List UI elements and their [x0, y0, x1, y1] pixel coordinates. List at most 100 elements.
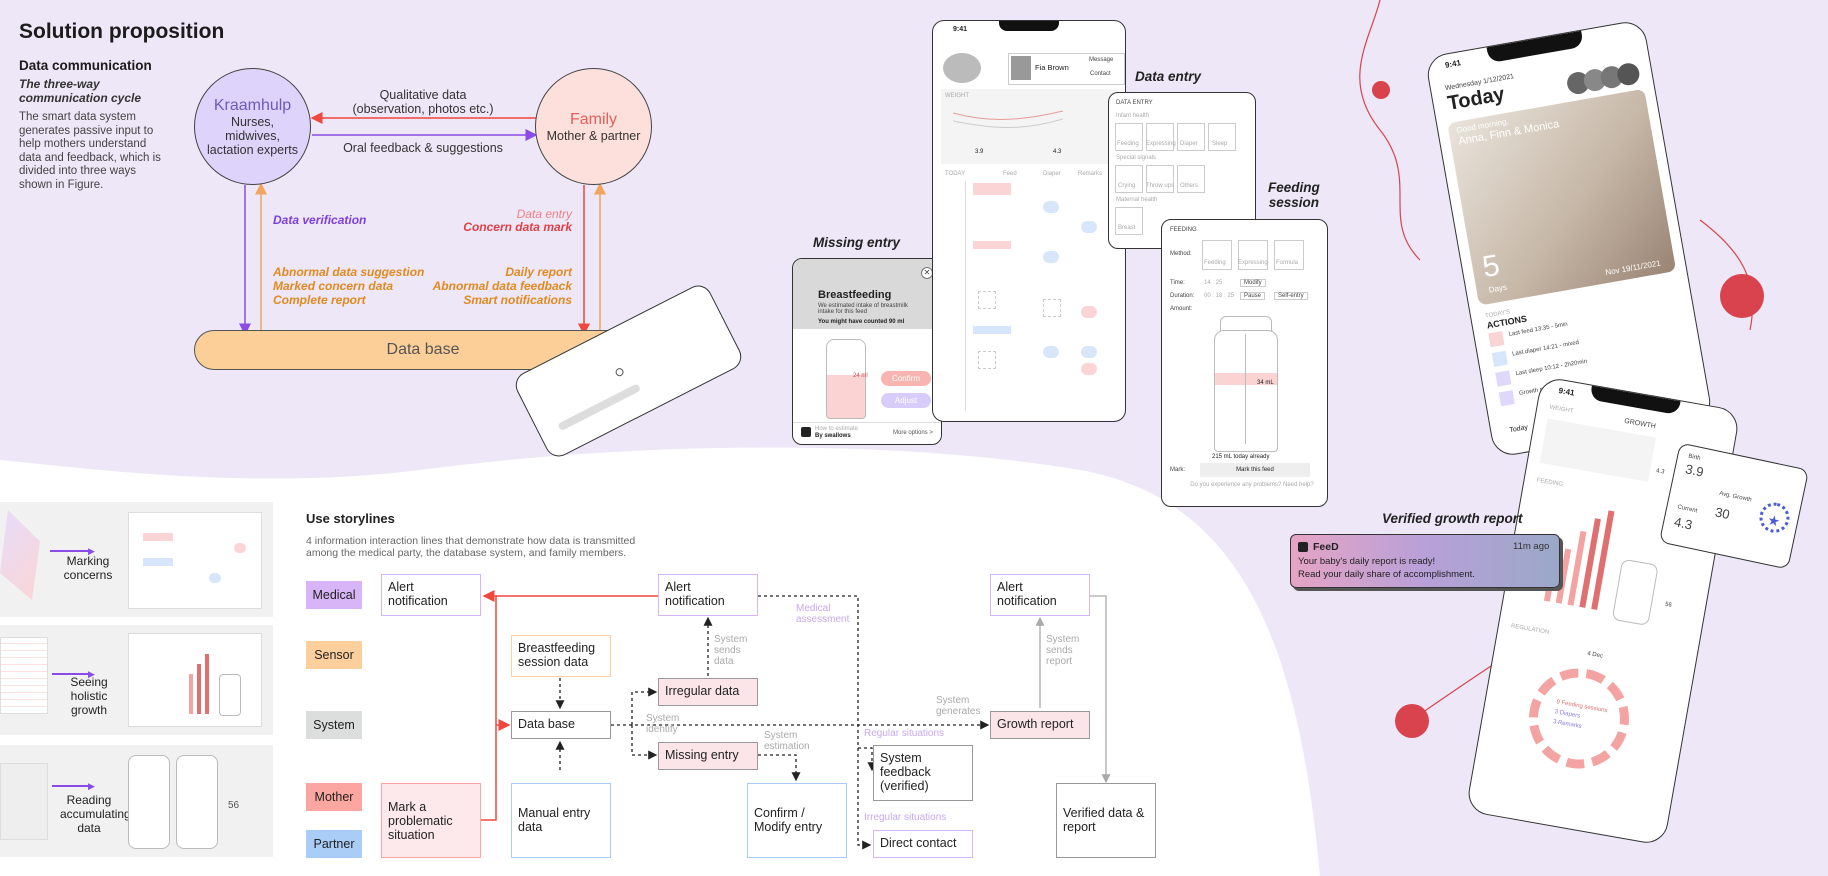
today-amount: 215 mL today already [1212, 454, 1270, 460]
status-time: 9:41 [953, 26, 968, 33]
data-entry-title: DATA ENTRY [1116, 100, 1153, 106]
category-sensor: Sensor [306, 641, 362, 669]
story-card: ▶ Marking concerns [0, 502, 273, 617]
feeding-session-caption: Feeding session [1268, 180, 1320, 210]
method-feeding-label: Feeding [1204, 260, 1226, 266]
others-entry-button[interactable] [1177, 165, 1205, 193]
section-tagline: The three-way communication cycle [19, 77, 142, 105]
action-item[interactable]: Last diaper 14:21 - mixed [1511, 339, 1580, 358]
avatar-icon [801, 427, 811, 437]
kraamhulp-name: Kraamhulp [213, 96, 292, 114]
expressing-entry-label: Expressing [1146, 141, 1176, 147]
milk-intake-value: 56 [228, 800, 240, 811]
weight-label: WEIGHT [945, 93, 969, 99]
note-medical-assessment: Medical assessment [796, 603, 850, 625]
missing-footer-left2: By swallows [815, 433, 851, 439]
missing-amount: 24 ml [853, 373, 868, 379]
growth-feeding-label: FEEDING [1536, 477, 1564, 489]
badge-star-icon: ★ [1756, 499, 1793, 536]
section-subtitle: Data communication [19, 58, 152, 73]
diaper-icon [1491, 350, 1508, 367]
verified-report-caption: Verified growth report [1382, 511, 1523, 526]
sleep-entry-button[interactable] [1208, 123, 1236, 151]
growth-chart-thumb [0, 637, 48, 714]
verified-report-notification[interactable]: FeeD 11m ago Your baby's daily report is… [1290, 534, 1560, 588]
bottle-thumb [128, 755, 170, 849]
alert-notification-box: Alert notification [990, 574, 1090, 616]
breast-label: Breast [1118, 225, 1136, 231]
doctor-avatar [1011, 56, 1031, 80]
today-status-time: 9:41 [1444, 58, 1462, 70]
others-label: Others [1180, 183, 1199, 189]
growth-icon [1498, 390, 1515, 407]
database-box: Data base [511, 711, 611, 739]
sleep-icon [1495, 370, 1512, 387]
notification-app: FeeD [1313, 541, 1339, 553]
time-value: 14 : 25 [1204, 280, 1223, 286]
throwups-label: Throw ups [1146, 183, 1175, 189]
current-value: 4.3 [1672, 514, 1694, 533]
note-generates: System generates [936, 695, 981, 717]
mark-feed-button[interactable]: Mark this feed [1200, 463, 1310, 477]
action-item[interactable]: Last sleep 10:12 - 2h20min [1515, 358, 1588, 378]
diaper-entry-button[interactable] [1177, 123, 1205, 151]
growth-weight-chart [1539, 418, 1656, 482]
method-formula-label: Formula [1276, 260, 1299, 266]
help-link[interactable]: Do you experience any problems? Need hel… [1190, 482, 1314, 488]
infant-health-label: Infant health [1116, 113, 1150, 119]
method-formula-button[interactable] [1274, 240, 1304, 270]
method-expressing-button[interactable] [1238, 240, 1268, 270]
category-partner: Partner [306, 830, 362, 858]
adjust-button[interactable]: Adjust [881, 393, 931, 408]
maternal-health-label: Maternal health [1116, 197, 1158, 203]
data-verification-label: Data verification [273, 213, 367, 227]
data-entry-label: Data entry [516, 207, 572, 221]
close-icon[interactable]: ✕ [921, 267, 933, 279]
growth-report-box: Growth report [990, 711, 1090, 739]
current-label: Current [1676, 504, 1698, 515]
left-orange-labels: Abnormal data suggestion Marked concern … [273, 265, 425, 307]
note-irregular: Irregular situations [864, 812, 947, 823]
col-feed: Feed [1003, 171, 1017, 177]
expressing-entry-button[interactable] [1146, 123, 1174, 151]
qualitative-data-label: Qualitative data (observation, photos et… [352, 88, 494, 116]
feeding-bottle [1214, 330, 1278, 452]
weight-val-1: 3.9 [975, 149, 984, 155]
system-feedback-box: System feedback (verified) [873, 745, 973, 801]
duration-value: 00 : 18 : 25 [1204, 293, 1235, 299]
family-desc: Mother & partner [546, 128, 641, 143]
modify-time-button[interactable]: Modify [1240, 279, 1266, 287]
decor-dot [1372, 81, 1390, 99]
section-description: The smart data system generates passive … [19, 111, 161, 191]
breastfeeding-data-box: Breastfeeding session data [511, 635, 611, 677]
time-label: Time: [1170, 280, 1185, 286]
today-tab[interactable]: Today [1508, 424, 1529, 435]
doctor-name: Fia Brown [1035, 63, 1069, 72]
pause-button[interactable]: Pause [1240, 292, 1266, 300]
family-node: Family Mother & partner [535, 68, 652, 185]
notification-line1: Your baby's daily report is ready! [1298, 556, 1436, 567]
message-button[interactable]: Message [1089, 57, 1114, 63]
note-estimation: System estimation [764, 730, 810, 752]
duration-label: Duration: [1170, 293, 1195, 299]
missing-footer-left: How to estimate [815, 426, 859, 432]
crying-entry-button[interactable] [1115, 165, 1143, 193]
throwups-entry-button[interactable] [1146, 165, 1174, 193]
col-diaper: Diaper [1043, 171, 1061, 177]
growth-title: GROWTH [1623, 417, 1657, 431]
oral-feedback-label: Oral feedback & suggestions [343, 141, 503, 155]
growth-val-56: 56 [1664, 601, 1673, 609]
contact-button[interactable]: Contact [1090, 71, 1111, 77]
method-feeding-button[interactable] [1202, 240, 1232, 270]
more-options-link[interactable]: More options > [893, 430, 933, 436]
feeding-entry-button[interactable] [1115, 123, 1143, 151]
storylines-desc: 4 information interaction lines that dem… [306, 535, 636, 559]
feed-icon [1488, 331, 1505, 348]
confirm-button[interactable]: Confirm [881, 371, 931, 386]
kraamhulp-desc: Nurses, midwives, lactation experts [206, 114, 299, 157]
self-entry-button[interactable]: Self-entry [1274, 292, 1308, 300]
breast-entry-button[interactable] [1115, 207, 1143, 235]
concern-map-thumb [0, 510, 40, 600]
note-regular: Regular situations [864, 728, 945, 739]
